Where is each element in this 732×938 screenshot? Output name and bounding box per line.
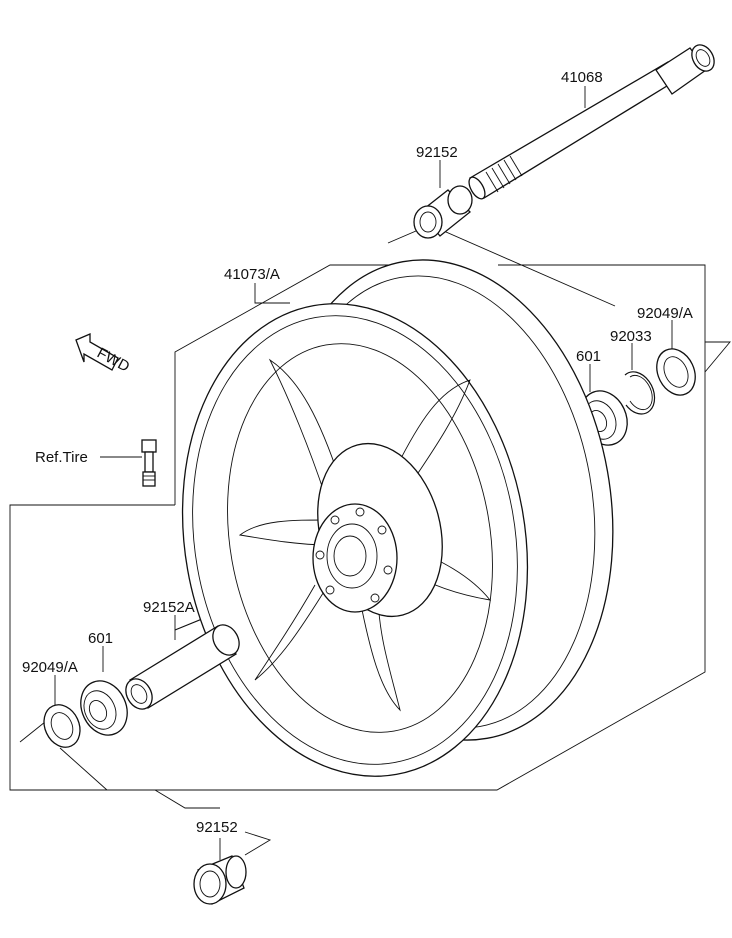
- part-labels: 41068 92152 41073/A 92049/A 92033 601 Re…: [22, 69, 693, 836]
- label-collar-right: 92152: [416, 144, 458, 161]
- seal-92049a-left: [43, 704, 81, 748]
- bearing-601-left: [80, 680, 128, 736]
- spacer-92152a: [125, 624, 240, 710]
- label-seal-right: 92049/A: [637, 305, 693, 322]
- label-valve: Ref.Tire: [35, 449, 88, 466]
- label-wheel: 41073/A: [224, 266, 280, 283]
- axle-41068: [468, 44, 715, 200]
- label-circlip: 92033: [610, 328, 652, 345]
- collar-92152-left: [193, 855, 247, 905]
- label-axle: 41068: [561, 69, 603, 86]
- label-spacer: 92152A: [143, 599, 195, 616]
- label-collar-left: 92152: [196, 819, 238, 836]
- tire-valve: [141, 439, 157, 487]
- circlip-92033: [624, 371, 656, 415]
- label-seal-left: 92049/A: [22, 659, 78, 676]
- assembly-frame: [9, 264, 731, 791]
- collar-92152-right: [413, 185, 473, 239]
- label-bearing-left: 601: [88, 630, 113, 647]
- wheel-41073a: [181, 259, 614, 777]
- label-bearing-right: 601: [576, 348, 601, 365]
- fwd-arrow-icon: FWD: [75, 333, 132, 376]
- fwd-arrow-label: FWD: [94, 345, 132, 376]
- seal-92049a-right: [656, 348, 696, 396]
